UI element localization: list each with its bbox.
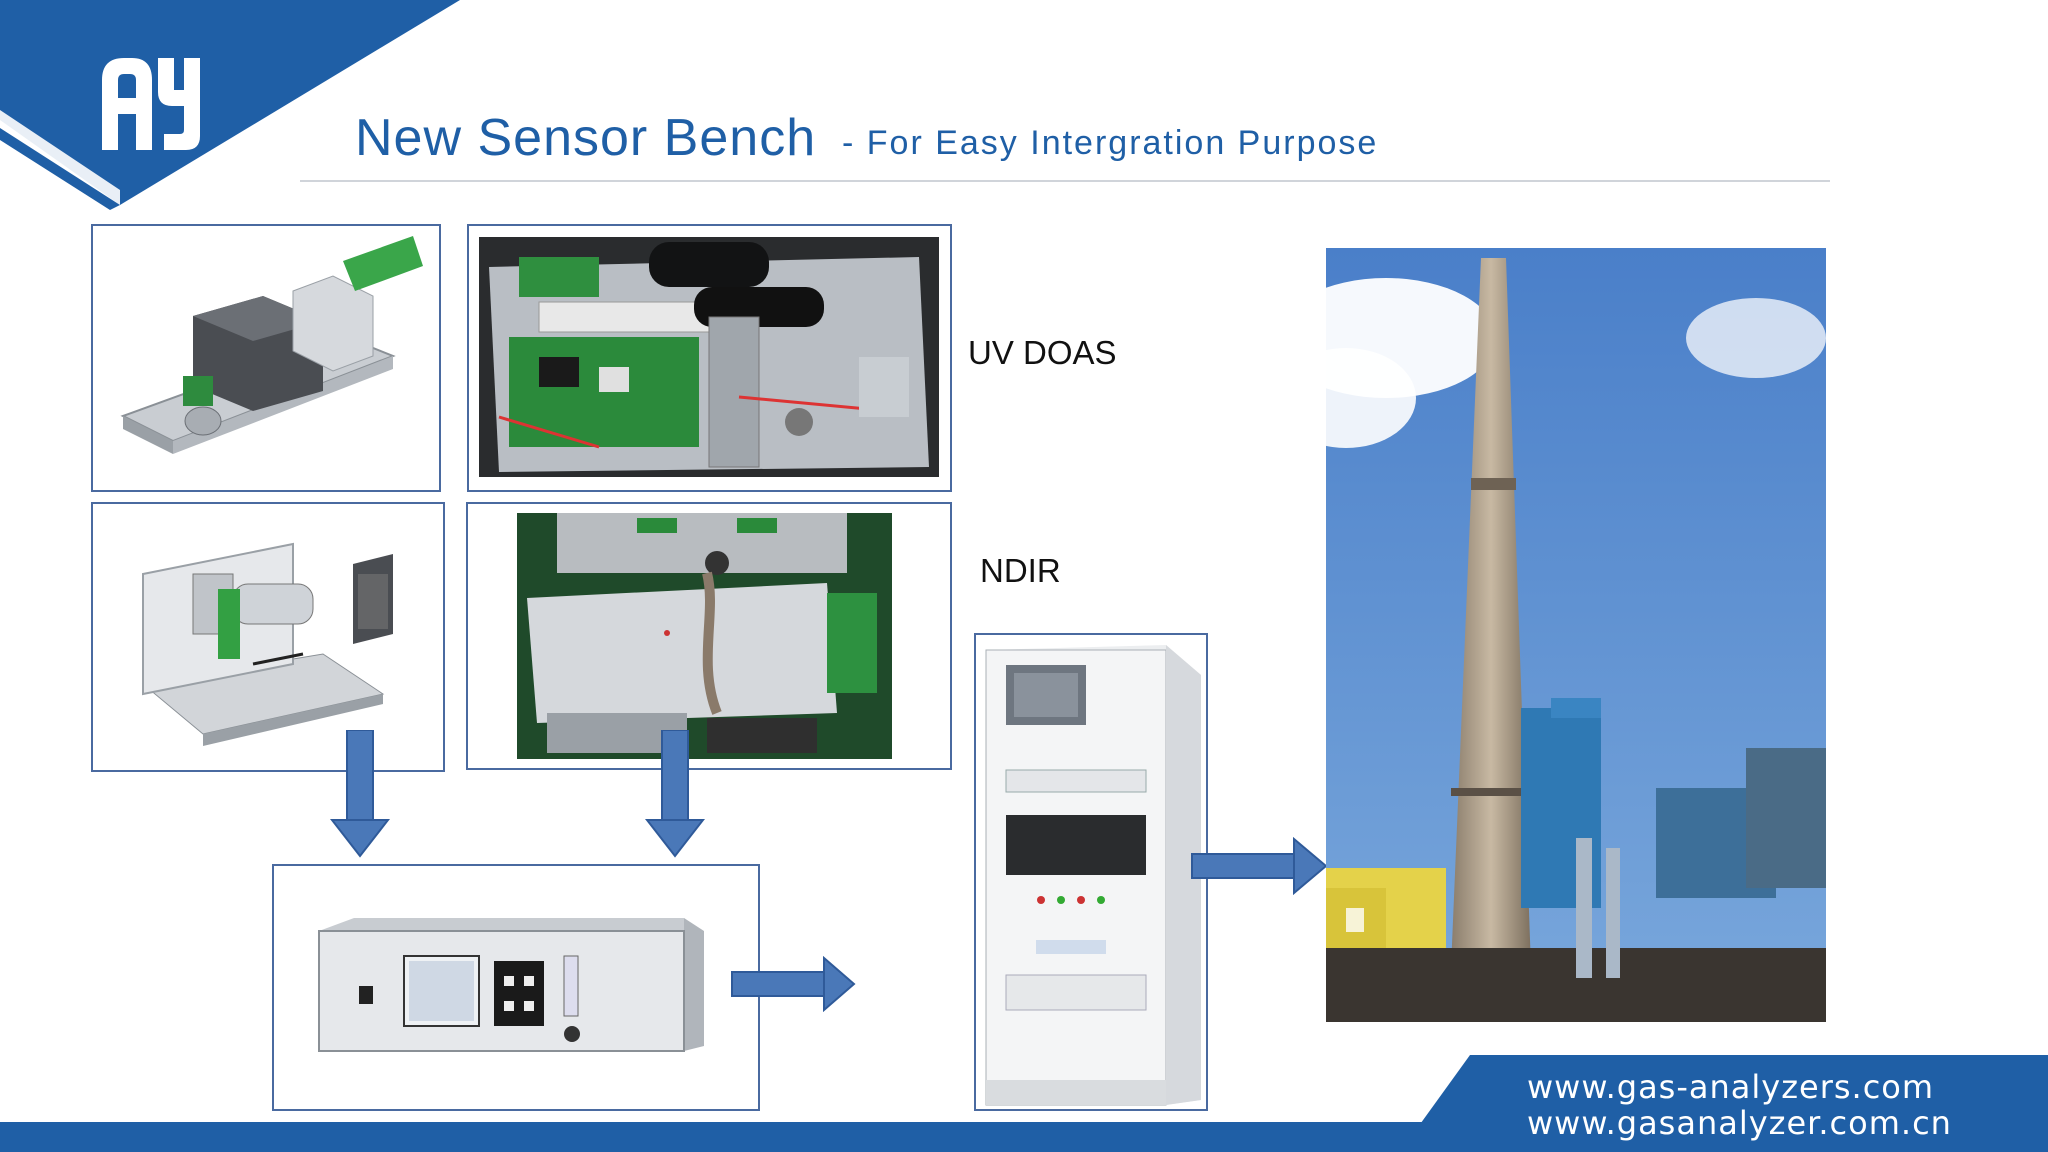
title-divider — [300, 180, 1830, 182]
ndir-photo-frame — [466, 502, 952, 770]
uv-doas-label: UV DOAS — [968, 334, 1117, 371]
ndir-cad-frame — [91, 502, 445, 772]
ndir-label: NDIR — [980, 552, 1061, 589]
header-banner — [0, 0, 460, 210]
rack-analyzer-frame — [272, 864, 760, 1111]
uv-doas-cad-frame — [91, 224, 441, 492]
footer-url-2[interactable]: www.gasanalyzer.com.cn — [1527, 1104, 1952, 1142]
down-arrow-left — [330, 730, 390, 858]
ndir-cad-model — [93, 504, 443, 770]
uv-doas-cad-model — [93, 226, 439, 490]
company-logo — [92, 50, 207, 160]
chimney-photo — [1326, 248, 1826, 1022]
rack-gas-analyzer — [274, 866, 758, 1109]
chimney-stack — [1326, 248, 1826, 1022]
cems-cabinet — [976, 635, 1206, 1109]
page-title: New Sensor Bench — [355, 109, 817, 167]
down-arrow-right — [645, 730, 705, 858]
footer-url-1[interactable]: www.gas-analyzers.com — [1527, 1068, 1935, 1106]
right-arrow-cabinet — [1191, 837, 1328, 895]
uv-doas-photo — [479, 237, 939, 477]
footer-bar — [0, 1055, 2048, 1152]
uv-doas-photo-frame — [467, 224, 952, 492]
ndir-photo — [517, 513, 892, 759]
cems-cabinet-frame — [974, 633, 1208, 1111]
page-subtitle: - For Easy Intergration Purpose — [842, 124, 1379, 162]
right-arrow-analyzer — [731, 956, 856, 1012]
